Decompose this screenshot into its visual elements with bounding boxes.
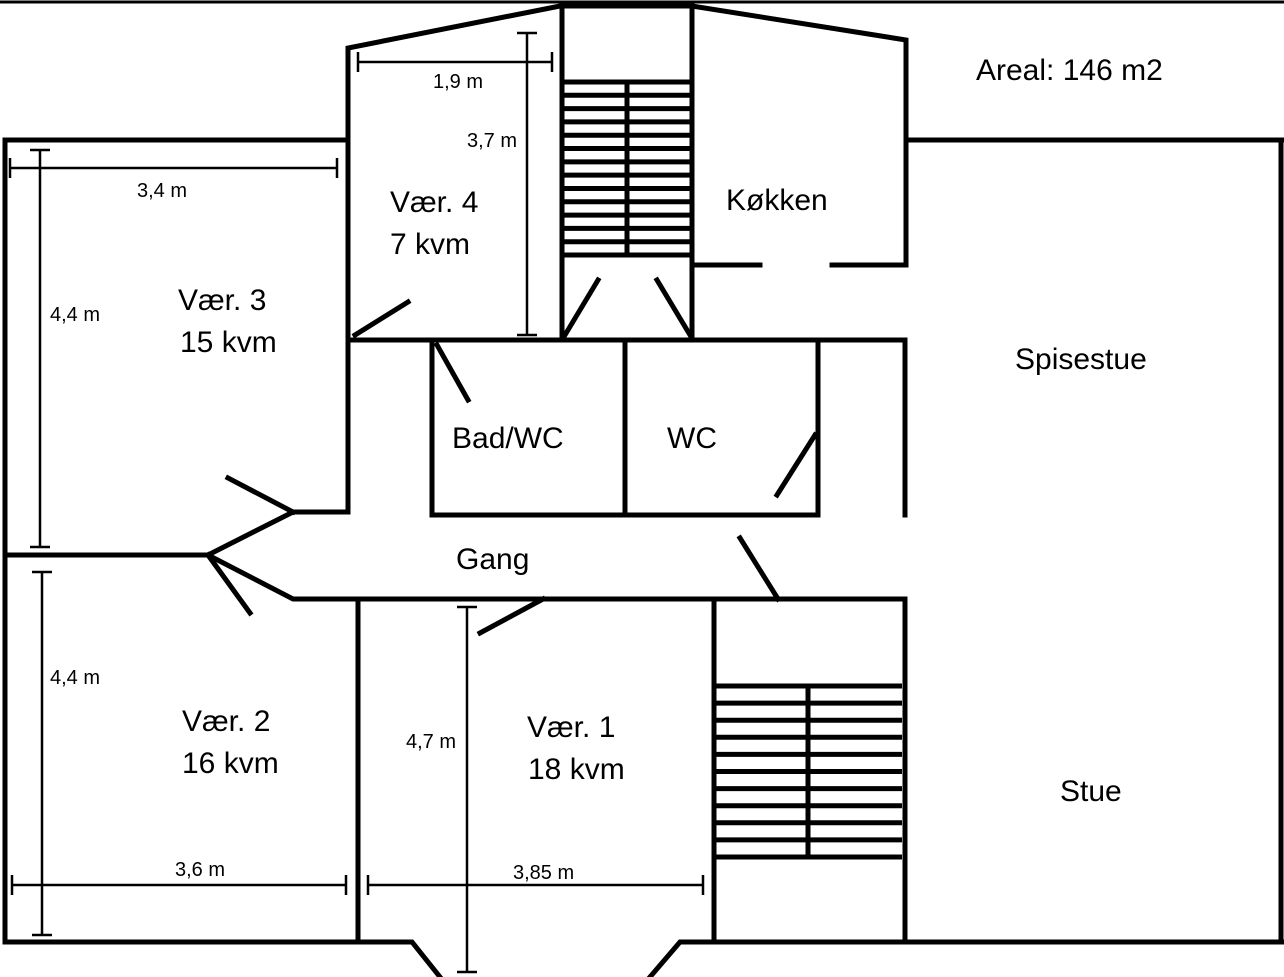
room-wc: WC (667, 422, 717, 455)
staircase-upper (562, 79, 692, 258)
room-vaer2-name: Vær. 2 (182, 705, 270, 738)
dim-vaer4-width: 1,9 m (433, 71, 483, 93)
doors (204, 276, 819, 637)
room-living: Stue (1060, 775, 1122, 808)
room-vaer3-name: Vær. 3 (178, 284, 266, 317)
dim-vaer3-length: 4,4 m (50, 304, 100, 326)
dim-vaer4-length: 3,7 m (467, 130, 517, 152)
dim-vaer1-length: 4,7 m (406, 731, 456, 753)
dim-vaer2-length: 4,4 m (50, 667, 100, 689)
dim-vaer3-width: 3,4 m (137, 180, 187, 202)
room-vaer4-area: 7 kvm (390, 228, 470, 261)
room-vaer1-name: Vær. 1 (527, 711, 615, 744)
room-vaer1-area: 18 kvm (528, 753, 625, 786)
room-hall: Gang (456, 543, 529, 576)
dim-vaer2-width: 3,6 m (175, 859, 225, 881)
room-dining: Spisestue (1015, 343, 1147, 376)
room-vaer4-name: Vær. 4 (390, 186, 478, 219)
dim-vaer1-width: 3,85 m (513, 862, 574, 884)
staircase-lower (714, 683, 902, 860)
dimension-lines (8, 31, 705, 974)
room-bath: Bad/WC (452, 422, 564, 455)
room-vaer2-area: 16 kvm (182, 747, 279, 780)
total-area: Areal: 146 m2 (976, 54, 1163, 87)
room-vaer3-area: 15 kvm (180, 326, 277, 359)
room-kitchen: Køkken (726, 184, 828, 217)
